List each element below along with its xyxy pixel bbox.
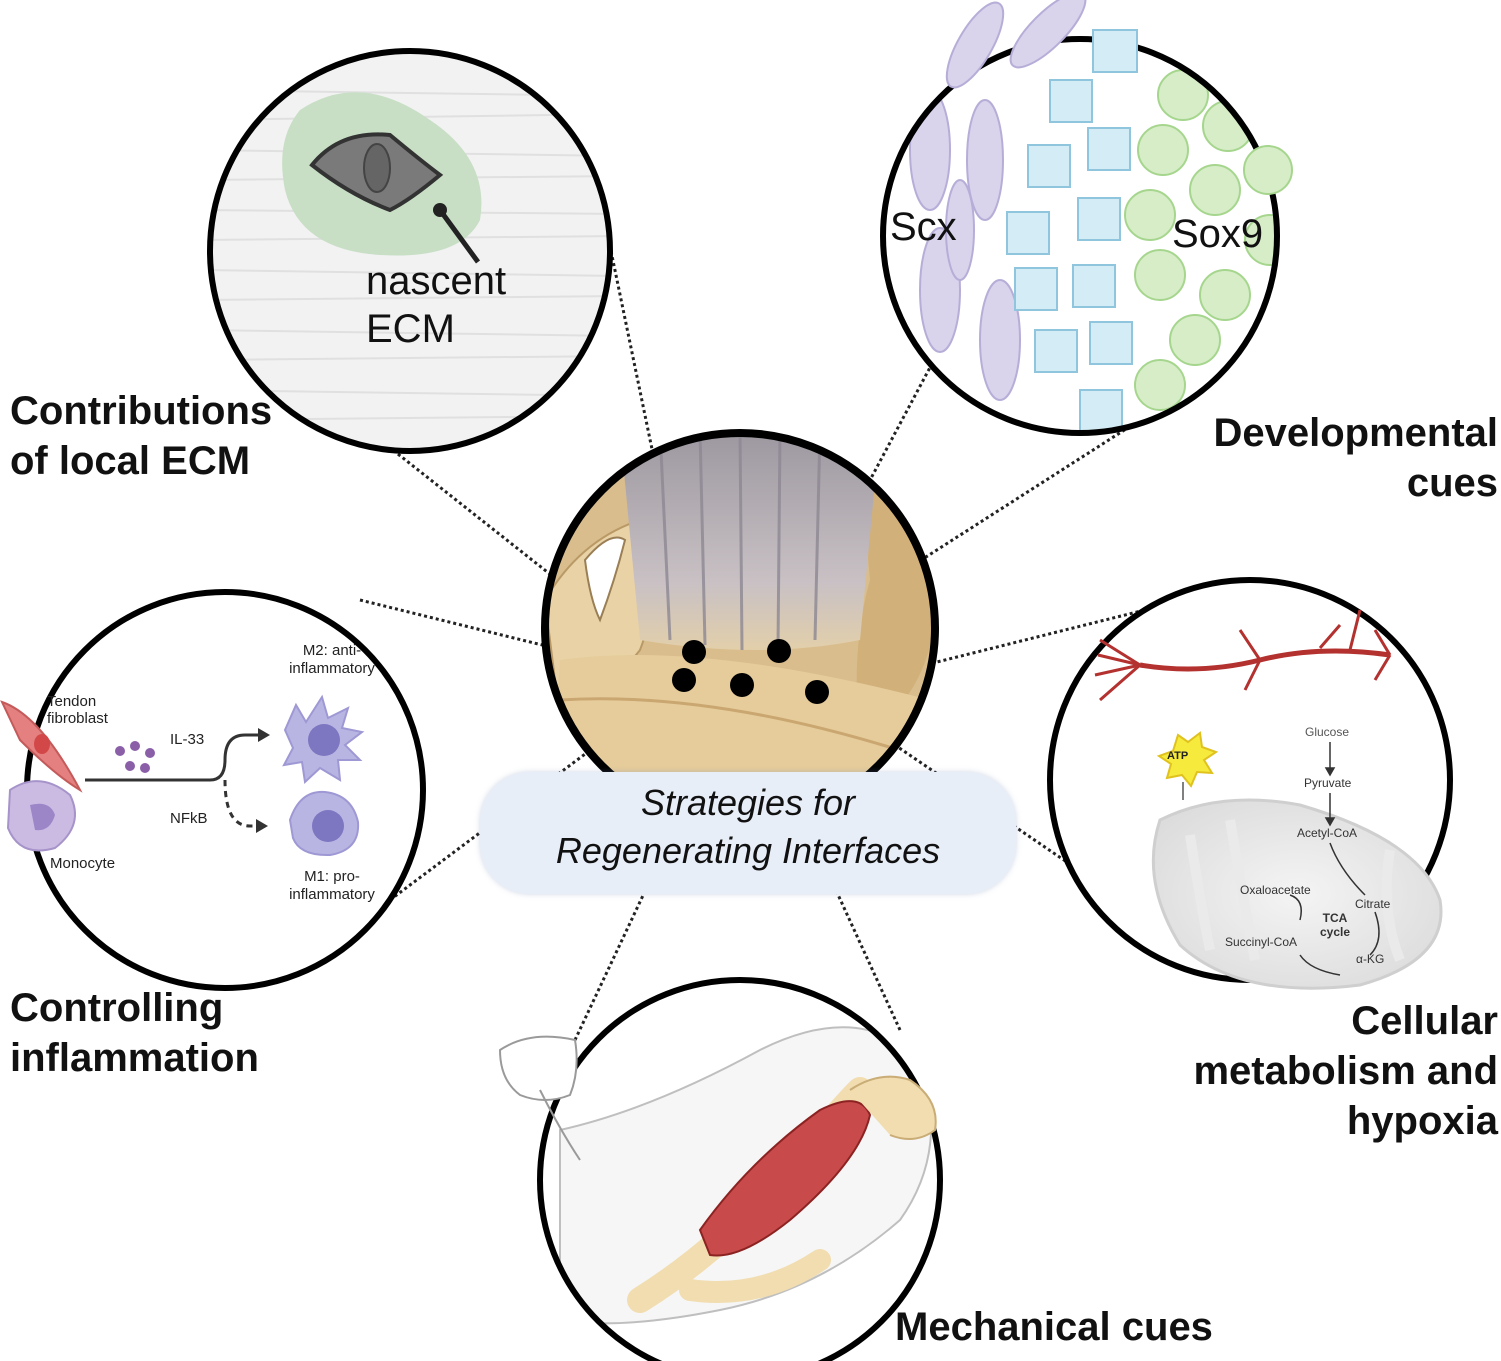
sox9-label: Sox9 [1172, 212, 1264, 256]
panel-ecm [207, 48, 613, 454]
heading-inflammation-line1: Controlling [10, 986, 224, 1030]
scx-label: Scx [890, 205, 957, 249]
tendon-fibroblast-label: Tendon fibroblast [47, 693, 108, 727]
atp-star [1156, 731, 1219, 788]
heading-developmental-line1: Developmental [1213, 411, 1498, 455]
m2-label-line1: M2: anti- [302, 642, 362, 659]
anchor-dot-inflammation [672, 668, 696, 692]
heading-mechanical: Mechanical cues [895, 1305, 1213, 1349]
m2-label: M2: anti- inflammatory [276, 642, 388, 678]
heading-ecm-line2: of local ECM [10, 439, 251, 483]
m1-label-line1: M1: pro- [304, 868, 360, 885]
tendon-fibroblast-line2: fibroblast [47, 710, 108, 727]
heading-inflammation: Controlling inflammation [10, 983, 259, 1083]
anchor-dot-ecm [682, 640, 706, 664]
oxaloacetate-label: Oxaloacetate [1240, 883, 1311, 897]
center-title-line1: Strategies for [640, 782, 856, 823]
tendon-fibroblast-line1: Tendon [47, 693, 97, 710]
heading-inflammation-line2: inflammation [10, 1036, 259, 1080]
mitochondrion [1151, 798, 1443, 990]
succinyl-coa-label: Succinyl-CoA [1225, 935, 1298, 949]
arm-outline [498, 1035, 578, 1101]
center-title-line2: Regenerating Interfaces [555, 830, 941, 871]
m1-macrophage [288, 790, 360, 857]
anchor-dot-developmental [767, 639, 791, 663]
tca-line2: cycle [1319, 925, 1351, 939]
il33-label: IL-33 [170, 731, 205, 748]
panel-developmental [880, 0, 1293, 436]
monocyte-label: Monocyte [50, 855, 116, 872]
panel-metabolism [1047, 577, 1453, 990]
glucose-label: Glucose [1305, 725, 1350, 739]
heading-ecm-line1: Contributions [10, 389, 273, 433]
pyruvate-label: Pyruvate [1304, 776, 1352, 790]
heading-metabolism-line2: metabolism and [1193, 1049, 1498, 1093]
panel-mechanical [498, 977, 943, 1361]
m2-label-line2: inflammatory [289, 660, 375, 677]
atp-label: ATP [1167, 750, 1189, 762]
anchor-dot-metabolism [805, 680, 829, 704]
m1-label: M1: pro- inflammatory [276, 868, 388, 904]
heading-developmental: Developmental cues [1213, 408, 1498, 508]
biceps-muscle [698, 1100, 872, 1257]
nascent-label-line1: nascent [366, 259, 507, 303]
nascent-ecm-label: nascent ECM [366, 257, 506, 353]
center-title-pill: Strategies for Regenerating Interfaces [480, 772, 1016, 894]
nfkb-label: NFkB [170, 810, 208, 827]
heading-metabolism: Cellular metabolism and hypoxia [1193, 996, 1498, 1146]
alpha-kg-label: α-KG [1356, 952, 1385, 966]
heading-ecm: Contributions of local ECM [10, 386, 272, 486]
tca-line1: TCA [1322, 911, 1348, 925]
heading-developmental-line2: cues [1406, 461, 1498, 505]
m2-macrophage [282, 694, 365, 785]
panel-inflammation [0, 589, 426, 991]
heading-metabolism-line1: Cellular [1351, 999, 1498, 1043]
anchor-dot-mechanical [730, 673, 754, 697]
acetyl-coa-label: Acetyl-CoA [1297, 826, 1358, 840]
nascent-label-line2: ECM [366, 307, 455, 351]
citrate-label: Citrate [1355, 897, 1391, 911]
heading-metabolism-line3: hypoxia [1346, 1099, 1498, 1143]
tca-cycle-label: TCA cycle [1315, 911, 1355, 939]
center-tendon-insertion [541, 429, 939, 827]
m1-label-line2: inflammatory [289, 886, 375, 903]
